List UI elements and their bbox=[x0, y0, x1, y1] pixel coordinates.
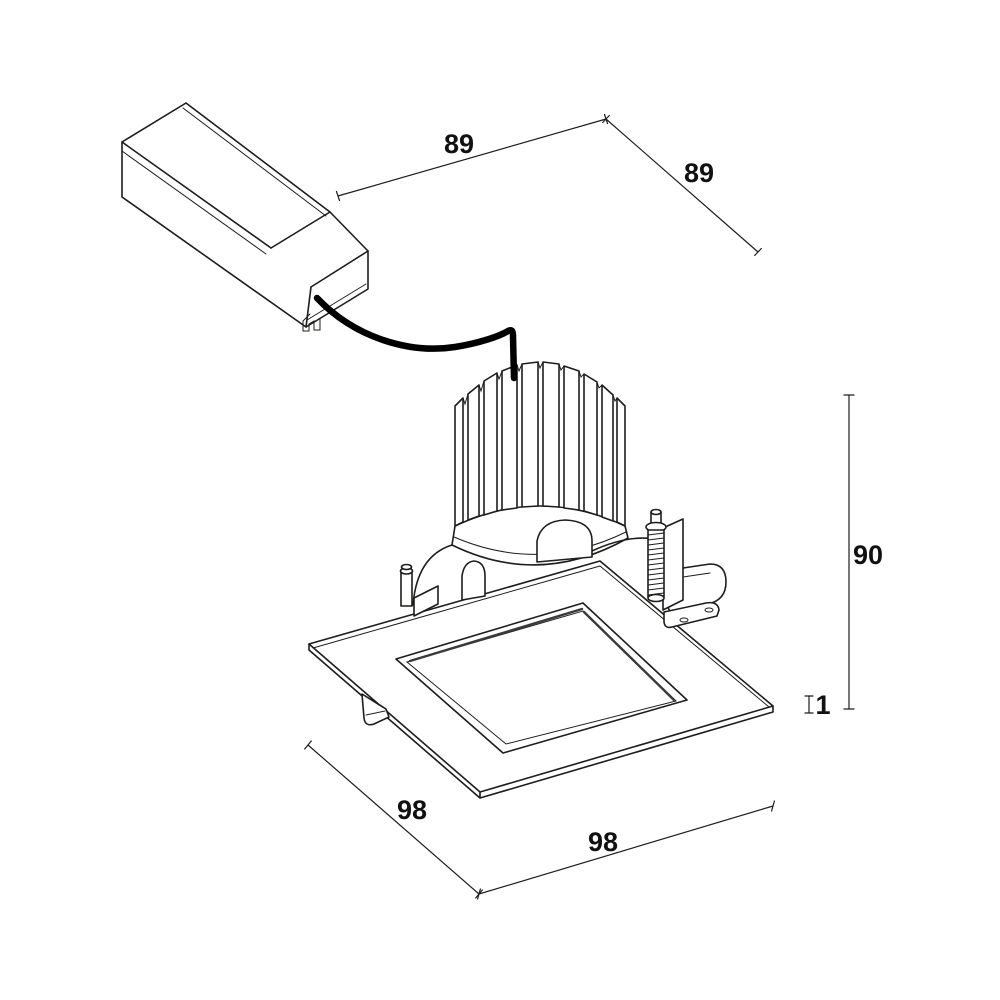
fixing-screw-head-top bbox=[650, 508, 662, 516]
heatsink-fin bbox=[563, 365, 580, 511]
heatsink-fin bbox=[616, 397, 626, 527]
dimensions: 89 89 90 1 98 98 bbox=[304, 113, 883, 900]
driver-top-left-edge bbox=[121, 141, 272, 249]
lens-inner-frame bbox=[405, 610, 677, 745]
dim-label-top-left: 89 bbox=[444, 129, 474, 159]
driver-side-seam bbox=[121, 150, 267, 255]
driver-silhouette bbox=[121, 102, 369, 328]
trim-spring-clip bbox=[361, 693, 390, 726]
heatsink-fin bbox=[521, 361, 539, 508]
cable-strain-relief bbox=[302, 313, 321, 332]
fixing-post-cap-top bbox=[400, 563, 413, 571]
trim-edge-double-line-left bbox=[312, 565, 601, 649]
fixing-post bbox=[400, 570, 413, 607]
power-cable bbox=[313, 294, 518, 382]
dim-label-height: 90 bbox=[853, 540, 883, 570]
dim-line-height bbox=[843, 394, 855, 710]
heatsink-fin bbox=[467, 384, 480, 521]
lens-bevel-shading-right bbox=[582, 610, 676, 702]
ring-arch-tab-left bbox=[461, 560, 486, 601]
torsion-spring-arm-fold bbox=[682, 572, 711, 578]
led-driver-box bbox=[121, 102, 369, 332]
dim-label-bottom-left: 98 bbox=[397, 795, 427, 825]
dim-label-trim-thickness: 1 bbox=[815, 690, 830, 720]
heatsink-fin bbox=[542, 361, 560, 508]
driver-chamfer-bottom-edge bbox=[310, 250, 369, 288]
dim-label-bottom-right: 98 bbox=[588, 827, 618, 857]
heatsink-fin bbox=[483, 372, 498, 516]
fin-notches bbox=[462, 361, 618, 406]
trim-spring-clip-fold bbox=[365, 710, 386, 716]
heatsink-fin bbox=[583, 373, 598, 516]
heatsink-fin bbox=[501, 364, 518, 511]
dim-line-bottom-right bbox=[477, 800, 775, 900]
dim-line-top-right bbox=[602, 114, 762, 257]
fixing-screw-tip bbox=[647, 593, 665, 603]
ring-step-tab bbox=[413, 585, 439, 617]
dim-line-trim-thickness bbox=[804, 695, 814, 714]
bracket-foot-hole-left bbox=[679, 617, 689, 623]
bracket-plate bbox=[662, 518, 684, 611]
ring-shoulder-left bbox=[412, 544, 453, 606]
dim-label-top-right: 89 bbox=[684, 158, 714, 188]
heatsink-fin bbox=[601, 384, 614, 522]
finned-heatsink-led-module bbox=[451, 361, 629, 566]
bracket-foot-hole-right bbox=[704, 607, 714, 613]
heatsink-fin bbox=[454, 397, 464, 527]
driver-front-seam bbox=[306, 283, 367, 321]
square-trim-plate bbox=[308, 560, 774, 799]
spring-coils bbox=[647, 532, 665, 596]
lens-bevel-shading-left bbox=[408, 607, 584, 663]
mounting-ring-with-spring-fixings bbox=[399, 508, 727, 629]
trim-thickness-edges bbox=[308, 643, 774, 799]
driver-lid-seam bbox=[182, 107, 327, 217]
trim-edge-double-line-right bbox=[599, 565, 770, 708]
ring-arch-tab-center bbox=[536, 519, 593, 563]
driver-chamfer-top-edge bbox=[270, 211, 331, 249]
